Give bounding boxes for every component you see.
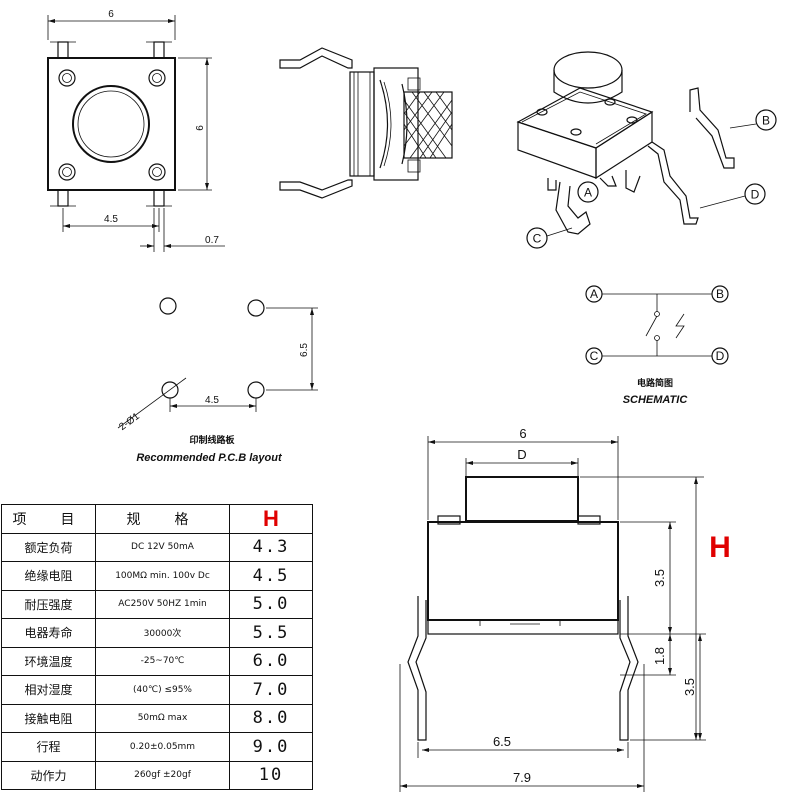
spec-table-header: 项 目 规 格 H bbox=[1, 504, 313, 534]
pcb-caption-cn: 印制线路板 bbox=[189, 434, 235, 446]
header-item: 项 目 bbox=[1, 504, 96, 534]
schematic-terminal-d: D bbox=[716, 349, 725, 363]
row-item: 行程 bbox=[1, 732, 96, 762]
height-marker: H bbox=[709, 531, 731, 564]
side-base-label: 1.8 bbox=[652, 647, 667, 665]
row-spec: 30000次 bbox=[95, 618, 230, 648]
iso-label-b: B bbox=[762, 114, 770, 128]
top-width-label: 6 bbox=[108, 9, 114, 20]
header-h: H bbox=[229, 504, 313, 534]
pcb-layout: 6.5 4.5 2-Ø1 印制线路板 Recommended P.C.B lay… bbox=[117, 297, 318, 464]
pcb-hole-label: 2-Ø1 bbox=[117, 411, 142, 433]
top-view: 6 6 4.5 0.7 bbox=[47, 9, 225, 252]
row-spec: 100MΩ min. 100v Dc bbox=[95, 561, 230, 591]
row-spec: (40℃) ≤95% bbox=[95, 675, 230, 705]
row-item: 绝缘电阻 bbox=[1, 561, 96, 591]
isometric-view: B D A C bbox=[516, 51, 777, 249]
row-spec: -25~70℃ bbox=[95, 646, 230, 676]
row-h-value: 5.0 bbox=[229, 589, 313, 619]
schematic-terminal-b: B bbox=[716, 287, 724, 301]
top-height-label: 6 bbox=[195, 125, 206, 131]
row-h-value: 8.0 bbox=[229, 703, 313, 733]
cross-section-view bbox=[279, 47, 453, 199]
side-button bbox=[465, 476, 579, 522]
row-h-value: 4.3 bbox=[229, 532, 313, 562]
row-spec: 260gf ±20gf bbox=[95, 760, 230, 790]
side-pitch-label: 6.5 bbox=[493, 734, 511, 749]
row-item: 耐压强度 bbox=[1, 589, 96, 619]
side-button-label: D bbox=[517, 447, 526, 462]
row-spec: 0.20±0.05mm bbox=[95, 732, 230, 762]
row-h-value: 6.0 bbox=[229, 646, 313, 676]
header-spec: 规 格 bbox=[95, 504, 230, 534]
pcb-hole bbox=[159, 297, 177, 315]
iso-label-c: C bbox=[533, 232, 542, 246]
schematic-terminal-c: C bbox=[590, 349, 599, 363]
schematic: A B C D 电路简图 SCHEMATIC bbox=[585, 285, 729, 406]
side-body bbox=[427, 521, 619, 621]
row-spec: AC250V 50HZ 1min bbox=[95, 589, 230, 619]
pcb-horizontal-label: 4.5 bbox=[205, 395, 219, 406]
lightning-icon bbox=[675, 313, 685, 339]
schematic-caption-en: SCHEMATIC bbox=[623, 394, 689, 406]
row-item: 相对湿度 bbox=[1, 675, 96, 705]
row-item: 电器寿命 bbox=[1, 618, 96, 648]
top-view-body bbox=[47, 57, 176, 191]
row-item: 环境温度 bbox=[1, 646, 96, 676]
row-h-value: 5.5 bbox=[229, 618, 313, 648]
row-h-value: 10 bbox=[229, 760, 313, 790]
button-circle bbox=[72, 85, 150, 163]
side-width-label: 6 bbox=[519, 426, 526, 441]
row-item: 动作力 bbox=[1, 760, 96, 790]
side-base bbox=[427, 619, 619, 635]
row-h-value: 4.5 bbox=[229, 561, 313, 591]
pcb-vertical-label: 6.5 bbox=[299, 343, 310, 357]
top-pinwidth-label: 0.7 bbox=[205, 235, 219, 246]
iso-label-a: A bbox=[584, 186, 592, 200]
row-h-value: 9.0 bbox=[229, 732, 313, 762]
pcb-hole bbox=[247, 381, 265, 399]
row-spec: 50mΩ max bbox=[95, 703, 230, 733]
schematic-terminal-a: A bbox=[590, 287, 598, 301]
side-pin-label: 3.5 bbox=[682, 678, 697, 696]
schematic-caption-cn: 电路简图 bbox=[637, 377, 673, 389]
row-item: 额定负荷 bbox=[1, 532, 96, 562]
top-pitch-label: 4.5 bbox=[104, 214, 118, 225]
side-body-label: 3.5 bbox=[652, 569, 667, 587]
pcb-hole bbox=[247, 299, 265, 317]
iso-label-d: D bbox=[751, 188, 760, 202]
side-total-label: 7.9 bbox=[513, 770, 531, 785]
table-row: 相对湿度(40℃) ≤95%7.0 bbox=[1, 675, 313, 705]
side-view: 6 D H 3.5 1.8 3.5 6.5 bbox=[399, 426, 731, 792]
pcb-caption-en: Recommended P.C.B layout bbox=[136, 452, 283, 464]
row-h-value: 7.0 bbox=[229, 675, 313, 705]
row-item: 接触电阻 bbox=[1, 703, 96, 733]
row-spec: DC 12V 50mA bbox=[95, 532, 230, 562]
